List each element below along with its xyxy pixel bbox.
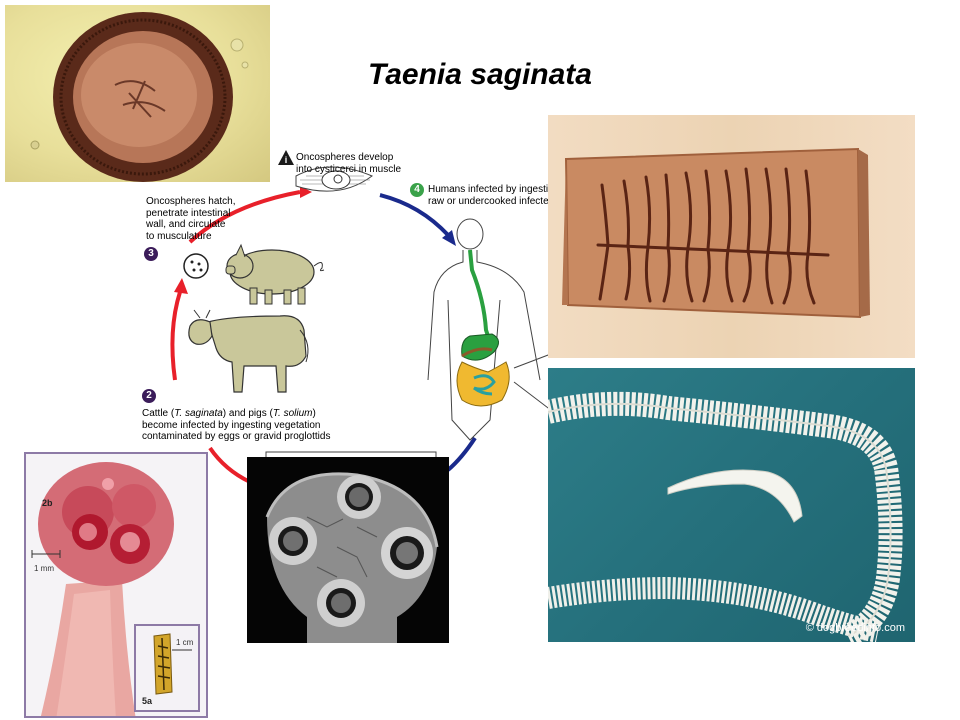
step-3-badge: 3: [144, 247, 158, 261]
svg-text:i: i: [285, 155, 288, 165]
sucker-icon: [381, 527, 433, 579]
lifecycle-arrow-blue-upper: [379, 193, 450, 237]
scolex-micrograph: 2b 1 mm 1 cm 5a: [24, 452, 208, 718]
cow-icon: [188, 309, 309, 393]
step-i-text: Oncospheres develop into cysticerci in m…: [296, 152, 402, 175]
human-body-icon: [427, 218, 541, 441]
lifecycle-arrow-red-left: [170, 291, 182, 381]
figure-label-2b: 2b: [42, 498, 53, 508]
arrow-head-icon: [174, 278, 188, 294]
proglottid-inset: 1 cm 5a: [134, 624, 200, 712]
lifecycle-arrow-red-upper: [188, 190, 301, 244]
page-title: Taenia saginata: [368, 58, 592, 91]
sucker-icon: [317, 579, 365, 627]
pig-icon: [225, 243, 325, 305]
egg-micrograph: [5, 5, 270, 182]
step-4-badge: 4: [410, 183, 424, 197]
step-2-text: Cattle (T. saginata) and pigs (T. solium…: [142, 408, 331, 442]
sucker-icon: [337, 475, 381, 519]
arrow-head-icon: [442, 230, 456, 246]
step-2-badge: 2: [142, 389, 156, 403]
scolex-sem-photo: [247, 457, 449, 643]
figure-label-5a: 5a: [142, 696, 153, 706]
photo-credit: © dogbreedinfo.com: [805, 622, 905, 634]
lifecycle-arrow-blue-lower: [446, 436, 477, 472]
lifecycle-arrow-red-lower: [208, 446, 251, 484]
arrow-head-icon: [300, 186, 312, 198]
scale-label-1cm: 1 cm: [176, 638, 194, 647]
sucker-icon: [269, 517, 317, 565]
cysticercus-in-muscle-icon: [295, 166, 373, 192]
step-3-text: Oncospheres hatch, penetrate intestinal …: [146, 196, 236, 242]
step-i-badge: i: [278, 150, 294, 165]
adult-tapeworm-photo: © dogbreedinfo.com: [548, 368, 915, 642]
step-4-text: Humans infected by ingesting raw or unde…: [428, 184, 560, 207]
gravid-proglottid-photo: [548, 115, 915, 358]
scale-label-1mm: 1 mm: [34, 564, 54, 573]
oncosphere-icon: [183, 253, 209, 279]
